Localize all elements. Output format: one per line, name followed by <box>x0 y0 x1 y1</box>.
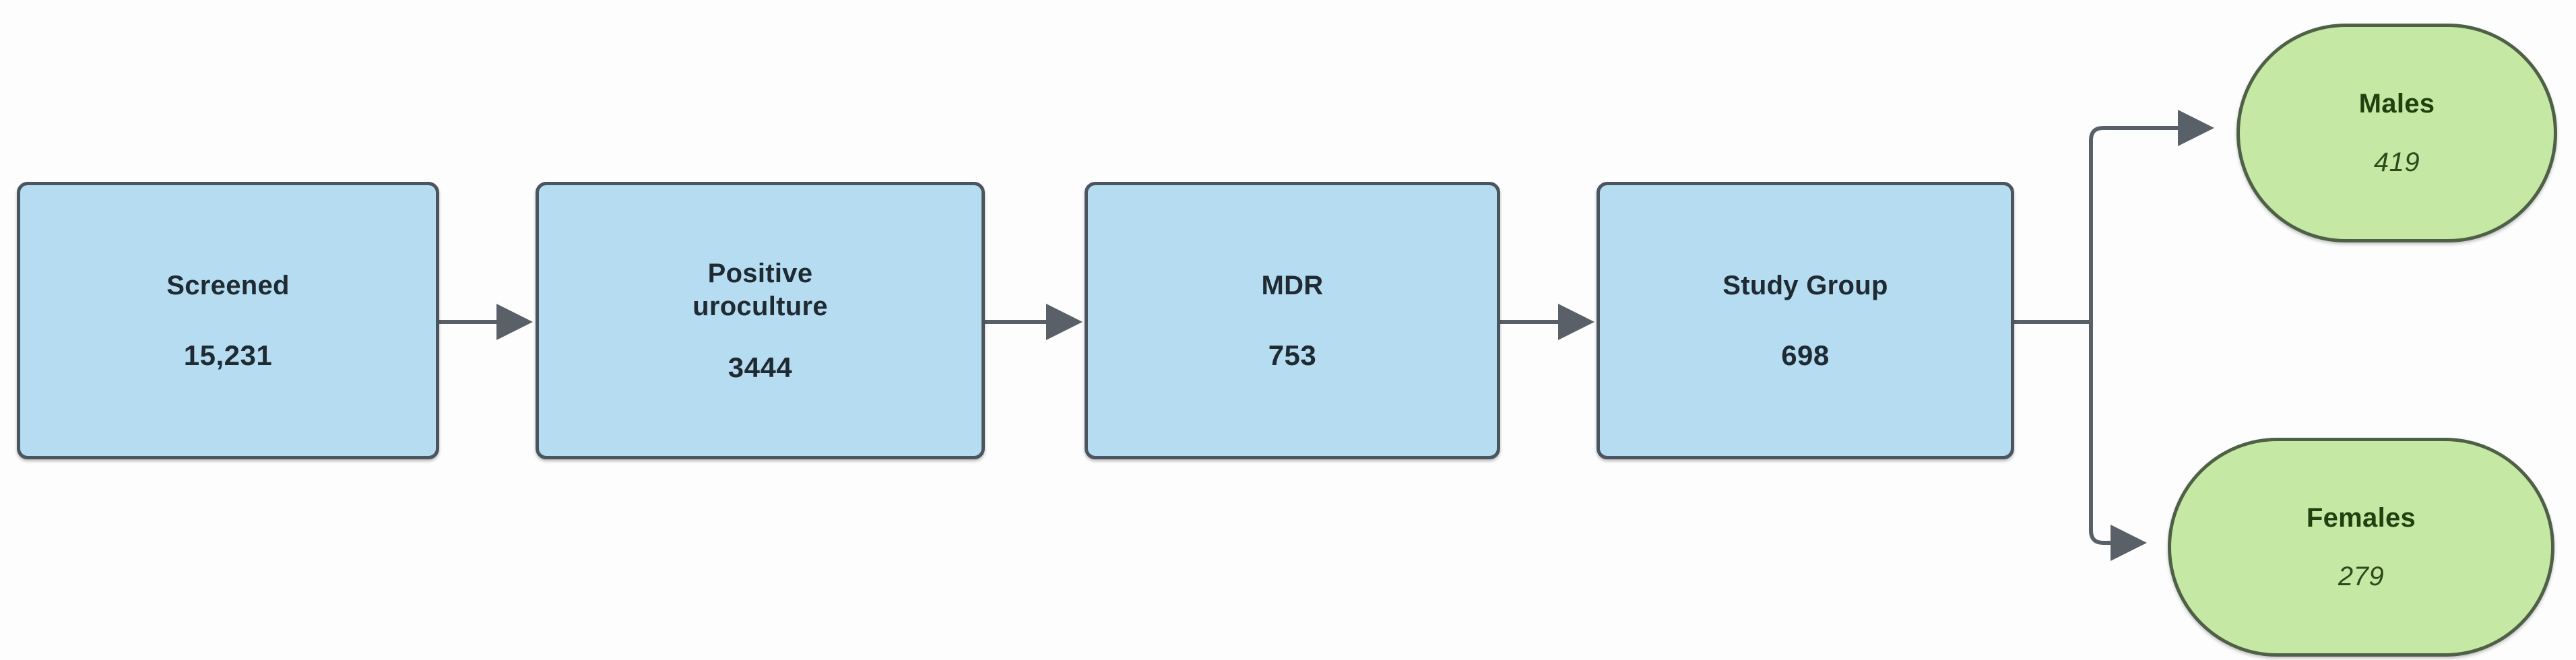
node-screened[interactable]: Screened 15,231 <box>17 182 439 459</box>
node-males-value: 419 <box>2373 147 2420 177</box>
node-females-value: 279 <box>2338 561 2385 591</box>
node-males[interactable]: Males 419 <box>2236 24 2557 242</box>
node-females-label: Females <box>2306 502 2416 533</box>
node-study-group[interactable]: Study Group 698 <box>1597 182 2014 459</box>
node-females[interactable]: Females 279 <box>2168 438 2554 657</box>
node-males-label: Males <box>2358 88 2435 119</box>
node-positive-uroculture[interactable]: Positive uroculture 3444 <box>536 182 985 459</box>
edge-studygroup-to-females <box>2089 322 2147 561</box>
node-study-group-label: Study Group <box>1722 270 1888 300</box>
node-screened-value: 15,231 <box>183 339 273 372</box>
node-mdr-label: MDR <box>1261 270 1324 300</box>
node-positive-uroculture-value: 3444 <box>728 351 793 383</box>
node-mdr[interactable]: MDR 753 <box>1085 182 1500 459</box>
node-study-group-value: 698 <box>1781 339 1830 372</box>
node-mdr-value: 753 <box>1268 339 1317 372</box>
node-screened-label: Screened <box>166 270 290 300</box>
node-positive-uroculture-label-line2: uroculture <box>693 292 828 321</box>
node-positive-uroculture-label-line1: Positive <box>707 259 813 289</box>
edge-studygroup-to-males <box>2089 110 2214 322</box>
